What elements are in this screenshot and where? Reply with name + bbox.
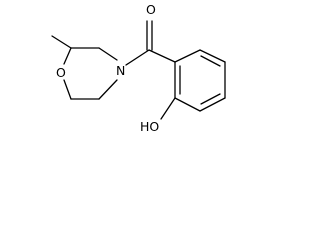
bond-c1-c2	[174, 49, 201, 63]
bond-o-c6	[63, 79, 72, 100]
bond-c5-c6	[174, 97, 201, 112]
bond-n-carbonyl	[125, 49, 150, 66]
ring-oxygen-label: O	[56, 65, 66, 80]
bond-c5-n	[98, 79, 118, 100]
bond-c4-c5	[199, 97, 226, 112]
amide-linkage	[125, 20, 176, 66]
bond-aromatic-inner-2	[200, 93, 221, 105]
bond-n-c3	[98, 47, 118, 61]
bond-aromatic-inner-1	[200, 55, 221, 67]
hydroxyl-label: HO	[140, 119, 159, 134]
ring-nitrogen-label: N	[116, 63, 125, 78]
bond-c6-hydroxyl	[160, 97, 176, 120]
bond-c2-c3	[199, 49, 226, 63]
benzene-ring	[174, 49, 226, 112]
bond-c2-o	[63, 47, 72, 65]
morpholine-ring	[51, 35, 118, 100]
chemical-structure-diagram: O N O HO	[51, 2, 226, 134]
carbonyl-oxygen-label: O	[146, 2, 156, 17]
bond-carbonyl-ring	[148, 49, 176, 63]
bond-c2-methyl	[51, 35, 72, 49]
